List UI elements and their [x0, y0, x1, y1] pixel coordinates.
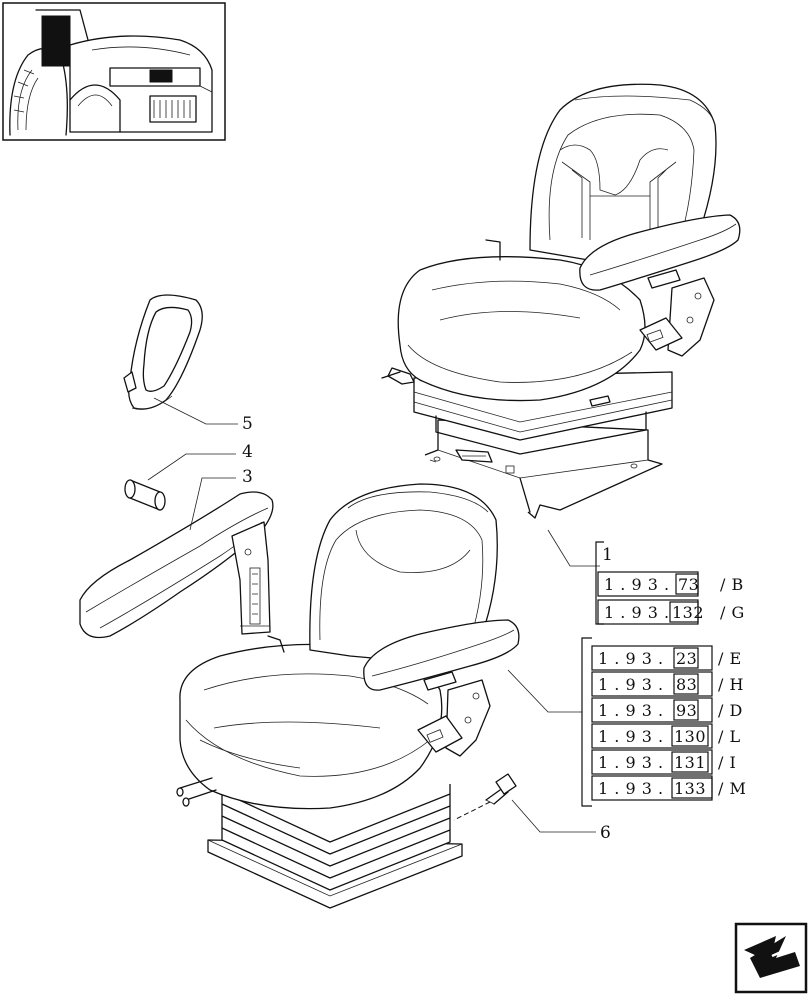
ref-lower-suffix-0: / E: [718, 649, 742, 668]
ref-lower-code-5: 1 . 9 3 .: [598, 779, 664, 798]
ref-lower-code-2: 1 . 9 3 .: [598, 701, 664, 720]
ref-upper-num-0[interactable]: 73: [678, 575, 699, 594]
ref-upper-suffix-1: / G: [720, 603, 745, 622]
lower-seat-assembly: [176, 483, 520, 909]
ref-lower-code-box-0[interactable]: [591, 645, 713, 671]
ref-lower-code-3: 1 . 9 3 .: [598, 727, 664, 746]
ref-lower-suffix-1: / H: [718, 675, 744, 694]
ref-lower-num-3[interactable]: 130: [674, 727, 706, 746]
part-3-armrest: [79, 491, 274, 639]
ref-lower-suffix-5: / M: [718, 779, 746, 798]
ref-lower-suffix-4: / I: [718, 753, 736, 772]
tractor-thumbnail-icon[interactable]: [2, 2, 226, 141]
part-6-bolt: [453, 773, 517, 821]
ref-upper-code-0: 1 . 9 3 .: [604, 575, 670, 594]
ref-lower-num-2[interactable]: 93: [676, 701, 697, 720]
ref-lower-code-box-4[interactable]: [591, 749, 713, 775]
ref-upper-num-1[interactable]: 132: [672, 603, 704, 622]
next-page-arrow-icon[interactable]: [734, 922, 808, 994]
ref-upper-suffix-0: / B: [720, 575, 744, 594]
ref-group-upper: 1 . 9 3 . 73 / B 1 . 9 3 . 132 / G: [595, 541, 745, 625]
ref-group-lower: 1 . 9 3 . 23 / E 1 . 9 3 . 83 / H 1 . 9 …: [580, 637, 746, 807]
callout-3: 3: [242, 467, 253, 487]
ref-lower-code-box-2[interactable]: [591, 697, 713, 723]
ref-lower-code-0: 1 . 9 3 .: [598, 649, 664, 668]
part-4-bushing: [124, 479, 166, 511]
ref-lower-suffix-2: / D: [718, 701, 743, 720]
part-5-handle-cover: [123, 294, 203, 410]
ref-lower-num-4[interactable]: 131: [674, 753, 706, 772]
ref-lower-code-1: 1 . 9 3 .: [598, 675, 664, 694]
ref-upper-code-1: 1 . 9 3 .: [604, 603, 670, 622]
callout-6: 6: [600, 823, 611, 843]
ref-lower-code-box-3[interactable]: [591, 723, 713, 749]
callout-5: 5: [242, 414, 253, 434]
callout-1: 1: [602, 545, 613, 565]
ref-lower-code-box-1[interactable]: [591, 671, 713, 697]
upper-seat-assembly: [381, 83, 741, 519]
ref-lower-num-0[interactable]: 23: [676, 649, 697, 668]
callout-4: 4: [242, 442, 253, 462]
ref-lower-code-4: 1 . 9 3 .: [598, 753, 664, 772]
ref-lower-num-1[interactable]: 83: [676, 675, 697, 694]
leader-lines: [147, 397, 600, 833]
ref-lower-num-5[interactable]: 133: [674, 779, 706, 798]
ref-lower-suffix-3: / L: [718, 727, 741, 746]
